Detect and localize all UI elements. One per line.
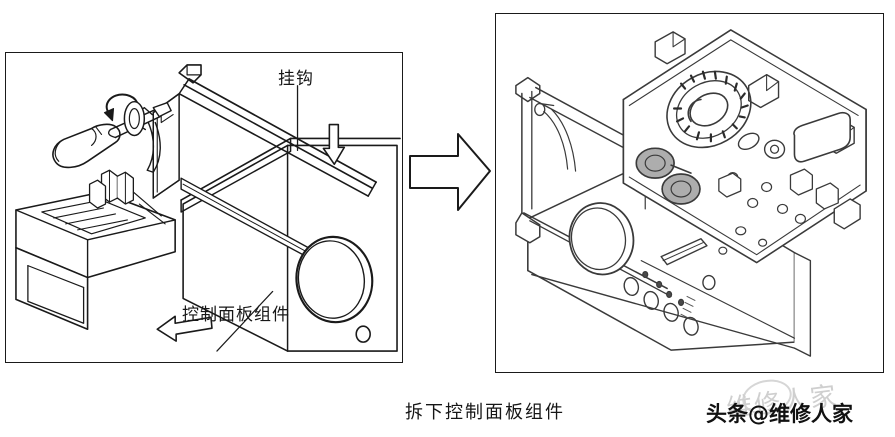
watermark-text: 头条@维修人家 [706, 402, 853, 426]
screwdriver [52, 93, 172, 169]
washer-door-right-figure [568, 202, 635, 276]
rotary-knob-b [661, 173, 701, 205]
watermark: 维修人家 头条@维修人家 [706, 375, 888, 434]
program-selector-dial [666, 70, 752, 149]
cabinet-fasteners [718, 226, 768, 255]
led-display-window [793, 111, 851, 163]
figure-caption: 拆下控制面板组件 [405, 402, 565, 423]
leader-line-panel-assembly [216, 290, 274, 352]
washer-door [295, 235, 374, 343]
push-buttons [718, 168, 839, 224]
process-right-arrow-icon [409, 133, 491, 211]
label-control-panel-assembly: 控制面板组件 [182, 305, 290, 325]
control-panel-tilted [152, 64, 377, 259]
pull-out-arrow-icon [156, 315, 213, 342]
figure-before-removal [5, 52, 403, 363]
figure-after-removal [495, 13, 884, 373]
figure-before-removal-artwork [15, 64, 401, 352]
figure-after-removal-artwork [515, 29, 867, 357]
label-hook: 挂钩 [278, 69, 314, 89]
push-down-arrow-icon [322, 123, 346, 166]
control-panel-front [623, 238, 796, 339]
rotary-knob-a [635, 147, 692, 179]
detergent-drawer [15, 169, 176, 331]
control-board-assembly [622, 29, 867, 264]
